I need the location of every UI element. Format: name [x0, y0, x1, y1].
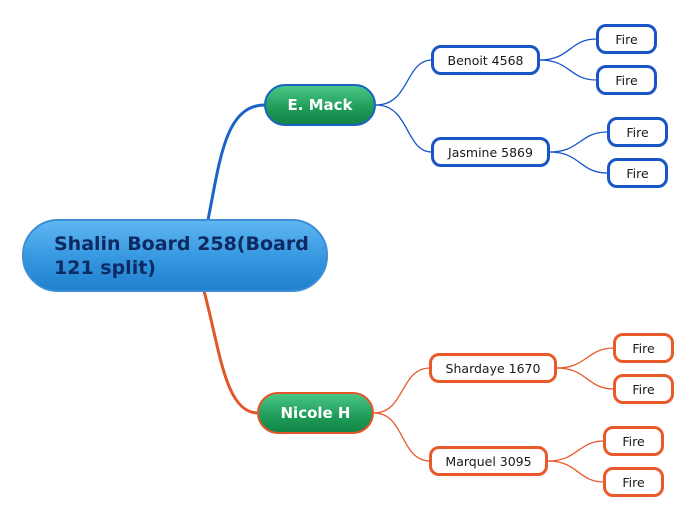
link-root-emack	[206, 103, 266, 221]
leaf-label: Fire	[626, 124, 649, 140]
topic-label: E. Mack	[287, 96, 353, 114]
leaf-jasmine-fire-1[interactable]: Fire	[607, 117, 668, 147]
link-jasmine-fire1	[549, 131, 608, 153]
topic-nicole-h[interactable]: Nicole H	[257, 392, 374, 434]
link-nicole-shardaye	[373, 367, 431, 414]
leaf-shardaye-fire-2[interactable]: Fire	[613, 374, 674, 404]
leaf-label: Fire	[632, 340, 655, 356]
root-topic[interactable]: Shalin Board 258(Board 121 split)	[22, 219, 328, 292]
link-nicole-marquel	[373, 412, 431, 462]
leaf-label: Fire	[615, 72, 638, 88]
leaf-label: Fire	[615, 31, 638, 47]
leaf-label: Fire	[622, 474, 645, 490]
link-emack-benoit	[375, 59, 433, 106]
link-emack-jasmine	[375, 104, 433, 153]
leaf-label: Fire	[622, 433, 645, 449]
leaf-label: Fire	[626, 165, 649, 181]
topic-label: Nicole H	[280, 404, 351, 422]
subtopic-label: Benoit 4568	[447, 52, 524, 68]
link-root-nicole	[202, 290, 259, 415]
subtopic-label: Shardaye 1670	[445, 360, 541, 376]
subtopic-marquel[interactable]: Marquel 3095	[429, 446, 548, 476]
root-topic-label: Shalin Board 258(Board 121 split)	[54, 232, 309, 279]
link-benoit-fire2	[539, 59, 597, 81]
link-benoit-fire1	[539, 38, 597, 61]
subtopic-jasmine[interactable]: Jasmine 5869	[431, 137, 550, 167]
leaf-benoit-fire-2[interactable]: Fire	[596, 65, 657, 95]
leaf-marquel-fire-1[interactable]: Fire	[603, 426, 664, 456]
subtopic-label: Jasmine 5869	[448, 144, 533, 160]
link-shardaye-fire2	[556, 367, 615, 390]
leaf-label: Fire	[632, 381, 655, 397]
link-jasmine-fire2	[549, 151, 608, 174]
leaf-marquel-fire-2[interactable]: Fire	[603, 467, 664, 497]
leaf-benoit-fire-1[interactable]: Fire	[596, 24, 657, 54]
subtopic-shardaye[interactable]: Shardaye 1670	[429, 353, 557, 383]
subtopic-label: Marquel 3095	[445, 453, 532, 469]
leaf-shardaye-fire-1[interactable]: Fire	[613, 333, 674, 363]
topic-e-mack[interactable]: E. Mack	[264, 84, 376, 126]
leaf-jasmine-fire-2[interactable]: Fire	[607, 158, 668, 188]
link-marquel-fire1	[547, 440, 605, 462]
link-marquel-fire2	[547, 460, 605, 483]
subtopic-benoit[interactable]: Benoit 4568	[431, 45, 540, 75]
link-shardaye-fire1	[556, 347, 615, 369]
